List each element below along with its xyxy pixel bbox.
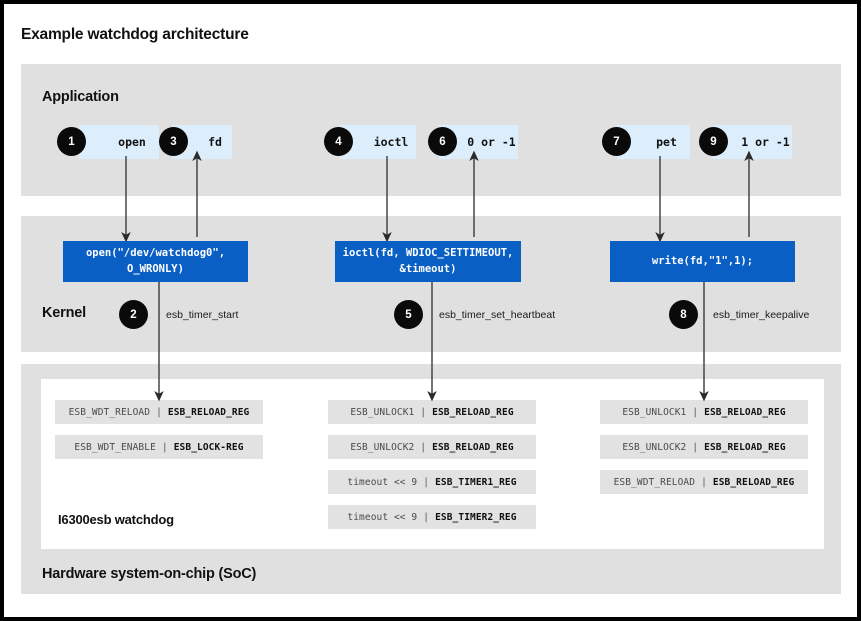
register-separator: | [423,511,430,523]
register-separator: | [692,406,699,418]
kernel-function-name-esb-timer-start: esb_timer_start [166,309,239,321]
register-source: ESB_WDT_RELOAD [68,406,151,418]
app-chip-label: fd [208,135,222,149]
register-row: ESB_WDT_ENABLE | ESB_LOCK-REG [55,435,263,459]
step-badge-4: 4 [324,127,353,156]
section-band-kernel [21,216,841,352]
register-target: ESB_RELOAD_REG [704,441,786,453]
app-chip-open[interactable]: open [79,125,159,159]
register-target: ESB_TIMER1_REG [435,476,517,488]
register-separator: | [161,441,168,453]
register-source: timeout << 9 [347,476,418,488]
register-source: ESB_UNLOCK2 [622,441,687,453]
register-row: ESB_WDT_RELOAD | ESB_RELOAD_REG [55,400,263,424]
register-row: ESB_UNLOCK1 | ESB_RELOAD_REG [328,400,536,424]
register-separator: | [701,476,707,488]
register-target: ESB_RELOAD_REG [704,406,786,418]
register-row: ESB_WDT_RELOAD | ESB_RELOAD_REG [600,470,808,494]
section-label-application: Application [42,89,119,105]
kernel-box-ioctl[interactable]: ioctl(fd, WDIOC_SETTIMEOUT, &timeout) [335,241,521,282]
hardware-watchdog-label: I6300esb watchdog [58,512,174,527]
register-target: ESB_RELOAD_REG [712,476,795,488]
register-source: ESB_WDT_ENABLE [74,441,156,453]
step-badge-2: 2 [119,300,148,329]
step-badge-7: 7 [602,127,631,156]
kernel-box-code: write(fd,"1",1); [651,254,754,267]
kernel-box-open[interactable]: open("/dev/watchdog0", O_WRONLY) [63,241,248,282]
register-row: timeout << 9 | ESB_TIMER1_REG [328,470,536,494]
register-separator: | [692,441,699,453]
page-title: Example watchdog architecture [21,26,249,43]
register-separator: | [420,406,427,418]
step-badge-9: 9 [699,127,728,156]
step-badge-5: 5 [394,300,423,329]
register-row: ESB_UNLOCK2 | ESB_RELOAD_REG [600,435,808,459]
register-source: ESB_UNLOCK1 [622,406,687,418]
kernel-box-write[interactable]: write(fd,"1",1); [610,241,795,282]
kernel-box-code: ioctl(fd, WDIOC_SETTIMEOUT, &timeout) [342,247,514,275]
app-chip-label: ioctl [373,135,409,149]
register-row: timeout << 9 | ESB_TIMER2_REG [328,505,536,529]
register-separator: | [423,476,430,488]
kernel-box-code: open("/dev/watchdog0", O_WRONLY) [85,247,226,275]
section-label-hardware: Hardware system-on-chip (SoC) [42,566,257,582]
register-separator: | [156,406,162,418]
register-target: ESB_LOCK-REG [173,441,244,453]
register-separator: | [420,441,427,453]
register-row: ESB_UNLOCK2 | ESB_RELOAD_REG [328,435,536,459]
register-target: ESB_TIMER2_REG [435,511,517,523]
register-source: timeout << 9 [347,511,418,523]
app-chip-label: 0 or -1 [467,135,516,149]
kernel-function-name-esb-timer-keepalive: esb_timer_keepalive [713,309,810,321]
app-chip-label: open [118,135,146,149]
register-source: ESB_UNLOCK1 [350,406,415,418]
register-source: ESB_UNLOCK2 [350,441,415,453]
kernel-function-name-esb-timer-set-heartbeat: esb_timer_set_heartbeat [439,309,556,321]
register-target: ESB_RELOAD_REG [432,406,514,418]
register-source: ESB_WDT_RELOAD [613,476,696,488]
section-label-kernel: Kernel [42,305,86,321]
register-target: ESB_RELOAD_REG [167,406,250,418]
register-target: ESB_RELOAD_REG [432,441,514,453]
register-row: ESB_UNLOCK1 | ESB_RELOAD_REG [600,400,808,424]
app-chip-label: pet [656,135,677,149]
app-chip-label: 1 or -1 [741,135,790,149]
diagram-canvas: Example watchdog architecture Applicatio… [4,4,857,617]
step-badge-3: 3 [159,127,188,156]
step-badge-6: 6 [428,127,457,156]
step-badge-1: 1 [57,127,86,156]
step-badge-8: 8 [669,300,698,329]
